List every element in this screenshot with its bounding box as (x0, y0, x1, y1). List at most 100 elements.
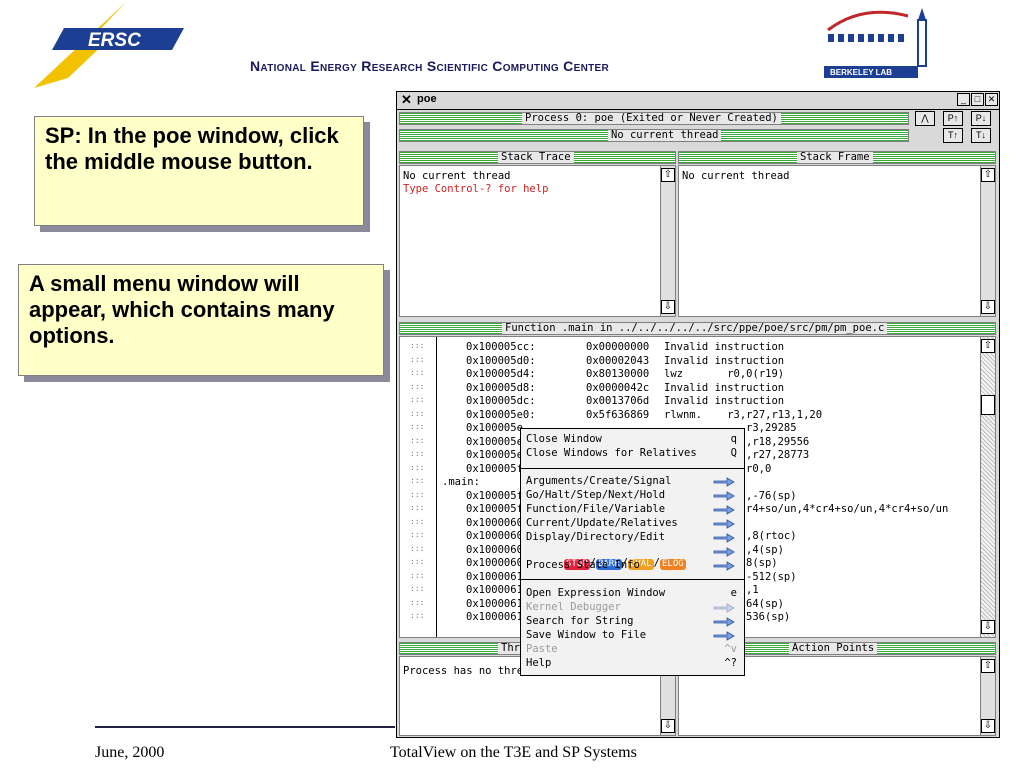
menu-item-close-window[interactable]: Close Window q (526, 433, 737, 445)
line-marker[interactable]: ::: (410, 557, 425, 566)
submenu-hand-icon (713, 617, 735, 627)
code-addr: 0x100005f (466, 462, 523, 475)
code-instr: Invalid instruction (664, 381, 785, 394)
svg-text:ERSC: ERSC (88, 30, 141, 51)
line-marker[interactable]: ::: (410, 449, 425, 458)
scroll-up-icon[interactable]: ⇧ (661, 168, 675, 182)
submenu-hand-icon (713, 519, 735, 529)
line-marker[interactable]: ::: (410, 422, 425, 431)
stack-frame-pane[interactable]: No current thread ⇧ ⇩ (678, 165, 996, 317)
scroll-down-icon[interactable]: ⇩ (981, 620, 995, 634)
stack-frame-scrollbar[interactable]: ⇧ ⇩ (980, 166, 995, 316)
menu-item-action-point-types[interactable]: STOP/BARR/EVAL/ELOG (526, 545, 741, 570)
code-addr: 0x100005d0: (466, 354, 536, 367)
menu-item-arguments[interactable]: Arguments/Create/Signal (526, 475, 741, 489)
code-addr: 0x1000060 (466, 516, 523, 529)
menu-item-paste: Paste ^v (526, 643, 737, 655)
line-marker[interactable]: ::: (410, 341, 425, 350)
code-operands: 8(sp) (746, 557, 778, 569)
description-callout: A small menu window will appear, which c… (18, 264, 384, 376)
berkeley-lab-logo: BERKELEY LAB (824, 8, 927, 78)
close-button[interactable]: ✕ (985, 93, 998, 106)
thread-status-bar: No current thread (399, 129, 909, 142)
elog-tag: ELOG (659, 559, 686, 570)
line-marker[interactable]: ::: (410, 597, 425, 607)
menu-item-display-directory[interactable]: Display/Directory/Edit (526, 531, 741, 545)
menu-item-kernel-debugger: Kernel Debugger (526, 601, 741, 615)
stack-trace-pane[interactable]: No current thread Type Control-? for hel… (399, 165, 676, 317)
line-marker[interactable]: ::: (410, 584, 425, 593)
thread-up-button[interactable]: T↑ (943, 128, 963, 143)
menu-item-function-file[interactable]: Function/File/Variable (526, 503, 741, 517)
code-instr: rlwnm. r3,r27,r13,1,20 (664, 408, 823, 421)
menu-item-go-halt[interactable]: Go/Halt/Step/Next/Hold (526, 489, 741, 503)
code-operands: ,-76(sp) (746, 489, 797, 502)
scroll-down-icon[interactable]: ⇩ (981, 719, 995, 733)
line-marker[interactable]: ::: (410, 462, 425, 472)
line-marker[interactable]: ::: (410, 503, 425, 512)
line-marker[interactable]: ::: (410, 530, 425, 539)
up-arrow-button[interactable]: ⋀ (915, 111, 935, 126)
line-marker[interactable]: ::: (410, 354, 425, 364)
code-addr: 0x100005cc: (466, 341, 536, 353)
code-val: 0x80130000 (586, 368, 650, 380)
line-marker[interactable]: ::: (410, 476, 425, 485)
menu-item-close-relatives[interactable]: Close Windows for Relatives Q (526, 447, 737, 459)
scrollbar-thumb[interactable] (981, 395, 995, 415)
line-marker[interactable]: ::: (410, 408, 425, 418)
line-marker[interactable]: ::: (410, 381, 425, 391)
minimize-button[interactable]: _ (957, 93, 970, 106)
submenu-hand-icon (713, 631, 735, 641)
line-marker[interactable]: ::: (410, 570, 425, 580)
source-scrollbar[interactable]: ⇧ ⇩ (980, 337, 995, 637)
menu-item-help[interactable]: Help ^? (526, 657, 737, 669)
window-titlebar[interactable]: ✕ poe _ □ ✕ (397, 92, 999, 110)
code-operands: 536(sp) (746, 611, 791, 623)
scroll-down-icon[interactable]: ⇩ (661, 719, 675, 733)
menu-separator (521, 468, 744, 469)
code-addr: 0x1000061 (466, 611, 523, 623)
stack-trace-header: Stack Trace (399, 151, 676, 164)
code-operands: ,4(sp) (746, 543, 784, 556)
thread-down-button[interactable]: T↓ (971, 128, 991, 143)
code-instr: Invalid instruction (664, 341, 785, 353)
menu-item-current-update[interactable]: Current/Update/Relatives (526, 517, 741, 531)
line-marker[interactable]: ::: (410, 516, 425, 526)
stack-frame-header: Stack Frame (678, 151, 996, 164)
step-down-button[interactable]: P↓ (971, 111, 991, 126)
menu-item-process-state[interactable]: Process State Info (526, 559, 741, 573)
submenu-hand-icon (713, 491, 735, 501)
line-marker[interactable]: ::: (410, 611, 425, 620)
middle-click-menu: Close Window q Close Windows for Relativ… (520, 428, 745, 676)
line-marker[interactable]: ::: (410, 368, 425, 377)
step-up-button[interactable]: P↑ (943, 111, 963, 126)
menu-separator (521, 579, 744, 580)
scroll-down-icon[interactable]: ⇩ (661, 300, 675, 314)
maximize-button[interactable]: □ (971, 93, 984, 106)
x-window-icon: ✕ (401, 92, 412, 107)
menu-item-search-string[interactable]: Search for String (526, 615, 741, 629)
line-marker[interactable]: ::: (410, 543, 425, 553)
footer-subject: TotalView on the T3E and SP Systems (390, 744, 637, 761)
scroll-up-icon[interactable]: ⇧ (981, 659, 995, 673)
submenu-hand-icon (713, 477, 735, 487)
scroll-up-icon[interactable]: ⇧ (981, 168, 995, 182)
line-marker[interactable]: ::: (410, 435, 425, 445)
code-operands: ,1 (746, 584, 759, 596)
menu-item-open-expression[interactable]: Open Expression Window e (526, 587, 737, 599)
function-header: Function .main in ../../../../../src/ppe… (399, 322, 996, 335)
code-instr: lwz r0,0(r19) (664, 368, 785, 380)
code-addr: 0x1000061 (466, 597, 523, 610)
action-points-scrollbar[interactable]: ⇧ ⇩ (980, 657, 995, 735)
scroll-down-icon[interactable]: ⇩ (981, 300, 995, 314)
code-operands: ,8(rtoc) (746, 530, 797, 542)
submenu-hand-icon (713, 505, 735, 515)
scroll-up-icon[interactable]: ⇧ (981, 339, 995, 353)
line-marker[interactable]: ::: (410, 489, 425, 499)
footer-divider (95, 726, 395, 728)
stack-trace-scrollbar[interactable]: ⇧ ⇩ (660, 166, 675, 316)
code-val: 0x00002043 (586, 354, 650, 367)
code-val: 0x5f636869 (586, 408, 650, 421)
line-marker[interactable]: ::: (410, 395, 425, 404)
menu-item-save-window[interactable]: Save Window to File (526, 629, 741, 643)
